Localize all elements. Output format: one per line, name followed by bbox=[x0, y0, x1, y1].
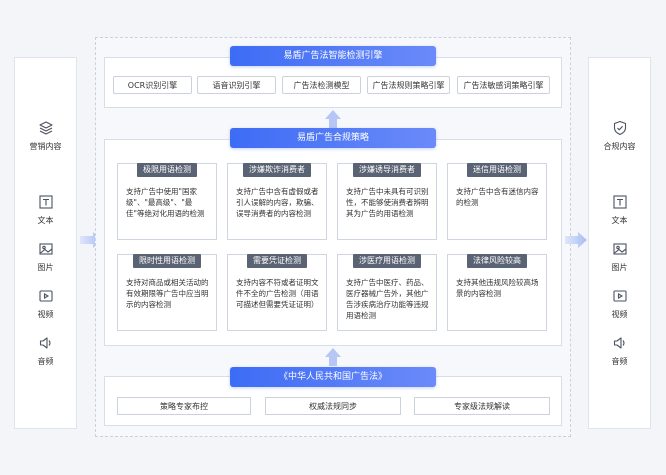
legal-basis-title: 《中华人民共和国广告法》 bbox=[230, 367, 436, 387]
text-icon bbox=[38, 195, 53, 209]
text-label: 文本 bbox=[37, 216, 54, 225]
strategy-card-tag: 极限用语检测 bbox=[137, 163, 197, 177]
image-label: 图片 bbox=[611, 263, 628, 272]
strategy-section-title: 易盾广告合规策略 bbox=[230, 128, 436, 148]
strategy-card: 需要凭证检测 支持内容不符或者证明文件不全的广告检测（用语可描述但需要凭证证明） bbox=[227, 254, 327, 331]
compliant-content-label: 合规内容 bbox=[603, 142, 636, 151]
video-icon bbox=[38, 290, 53, 302]
audio-item: 音频 bbox=[15, 335, 76, 367]
strategy-card: 限时性用语检测 支持对商品或相关活动的有效期限等广告中应当明示的内容检测 bbox=[117, 254, 217, 331]
basis-expert-control: 策略专家布控 bbox=[117, 397, 251, 415]
audio-label: 音频 bbox=[37, 357, 54, 366]
shield-check-icon bbox=[613, 120, 626, 136]
engine-speech: 语音识别引擎 bbox=[197, 76, 276, 94]
strategy-card-desc: 支持对商品或相关活动的有效期限等广告中应当明示的内容检测 bbox=[126, 278, 209, 309]
strategy-card-desc: 支持广告中使用"国家级"、"最高级"、"最佳"等绝对化用语的检测 bbox=[126, 187, 205, 218]
strategy-card-tag: 涉嫌诱导消费者 bbox=[353, 163, 421, 177]
marketing-content-item: 营销内容 bbox=[15, 120, 76, 152]
video-label: 视频 bbox=[37, 310, 54, 319]
engine-ocr: OCR识别引擎 bbox=[113, 76, 192, 94]
image-label: 图片 bbox=[37, 263, 54, 272]
text-icon bbox=[612, 195, 627, 209]
strategy-card-desc: 支持广告中医疗、药品、医疗器械广告外，其他广告涉疾病治疗功能等违规用语检测 bbox=[346, 278, 429, 320]
video-item: 视频 bbox=[15, 288, 76, 320]
output-content-panel: 合规内容 文本 图片 视频 音频 bbox=[588, 57, 651, 429]
audio-label: 音频 bbox=[611, 357, 628, 366]
text-item: 文本 bbox=[15, 194, 76, 226]
text-label: 文本 bbox=[611, 216, 628, 225]
strategy-card-desc: 支持广告中含有迷信内容的检测 bbox=[456, 187, 539, 207]
basis-law-interpretation: 专家级法规解读 bbox=[414, 397, 550, 415]
strategy-card-desc: 支持广告中含有虚假或者引人误解的内容，欺骗、误导消费者的内容检测 bbox=[236, 187, 319, 218]
strategy-card: 法律风险较高 支持其他违规风险较高场景的内容检测 bbox=[447, 254, 547, 331]
basis-law-sync: 权威法规同步 bbox=[265, 397, 401, 415]
audio-item: 音频 bbox=[589, 335, 650, 367]
video-label: 视频 bbox=[611, 310, 628, 319]
strategy-card: 极限用语检测 支持广告中使用"国家级"、"最高级"、"最佳"等绝对化用语的检测 bbox=[117, 163, 217, 240]
strategy-card-tag: 涉嫌欺诈消费者 bbox=[243, 163, 311, 177]
engine-sensitive-words: 广告法敏感词策略引擎 bbox=[457, 76, 550, 94]
strategy-card-tag: 需要凭证检测 bbox=[247, 254, 307, 268]
strategy-card: 涉医疗用语检测 支持广告中医疗、药品、医疗器械广告外，其他广告涉疾病治疗功能等违… bbox=[337, 254, 437, 331]
strategy-card-desc: 支持内容不符或者证明文件不全的广告检测（用语可描述但需要凭证证明） bbox=[236, 278, 319, 309]
image-item: 图片 bbox=[15, 241, 76, 273]
strategy-card-tag: 涉医疗用语检测 bbox=[353, 254, 421, 268]
flow-arrow-up-icon bbox=[325, 110, 341, 128]
strategy-card-desc: 支持广告中未具有可识别性，不能够使消费者辨明其为广告的用语检测 bbox=[346, 187, 429, 218]
engine-model: 广告法检测模型 bbox=[282, 76, 361, 94]
text-item: 文本 bbox=[589, 194, 650, 226]
strategy-card: 迷信用语检测 支持广告中含有迷信内容的检测 bbox=[447, 163, 547, 240]
engine-rules: 广告法规则策略引擎 bbox=[367, 76, 450, 94]
video-item: 视频 bbox=[589, 288, 650, 320]
strategy-card-tag: 限时性用语检测 bbox=[133, 254, 201, 268]
input-content-panel: 营销内容 文本 图片 视频 音频 bbox=[14, 57, 77, 429]
video-icon bbox=[612, 290, 627, 302]
strategy-card: 涉嫌诱导消费者 支持广告中未具有可识别性，不能够使消费者辨明其为广告的用语检测 bbox=[337, 163, 437, 240]
engine-section-title: 易盾广告法智能检测引擎 bbox=[230, 46, 436, 66]
layers-icon bbox=[38, 121, 53, 135]
marketing-content-label: 营销内容 bbox=[29, 142, 62, 151]
image-icon bbox=[38, 243, 53, 255]
flow-arrow-right-icon bbox=[565, 232, 587, 248]
image-icon bbox=[612, 243, 627, 255]
compliant-content-item: 合规内容 bbox=[589, 120, 650, 152]
audio-icon bbox=[39, 337, 51, 349]
strategy-card-tag: 迷信用语检测 bbox=[467, 163, 527, 177]
strategy-card-desc: 支持其他违规风险较高场景的内容检测 bbox=[456, 278, 539, 298]
strategy-card-tag: 法律风险较高 bbox=[467, 254, 527, 268]
image-item: 图片 bbox=[589, 241, 650, 273]
flow-arrow-up-icon bbox=[325, 348, 341, 366]
strategy-card: 涉嫌欺诈消费者 支持广告中含有虚假或者引人误解的内容，欺骗、误导消费者的内容检测 bbox=[227, 163, 327, 240]
audio-icon bbox=[613, 337, 625, 349]
